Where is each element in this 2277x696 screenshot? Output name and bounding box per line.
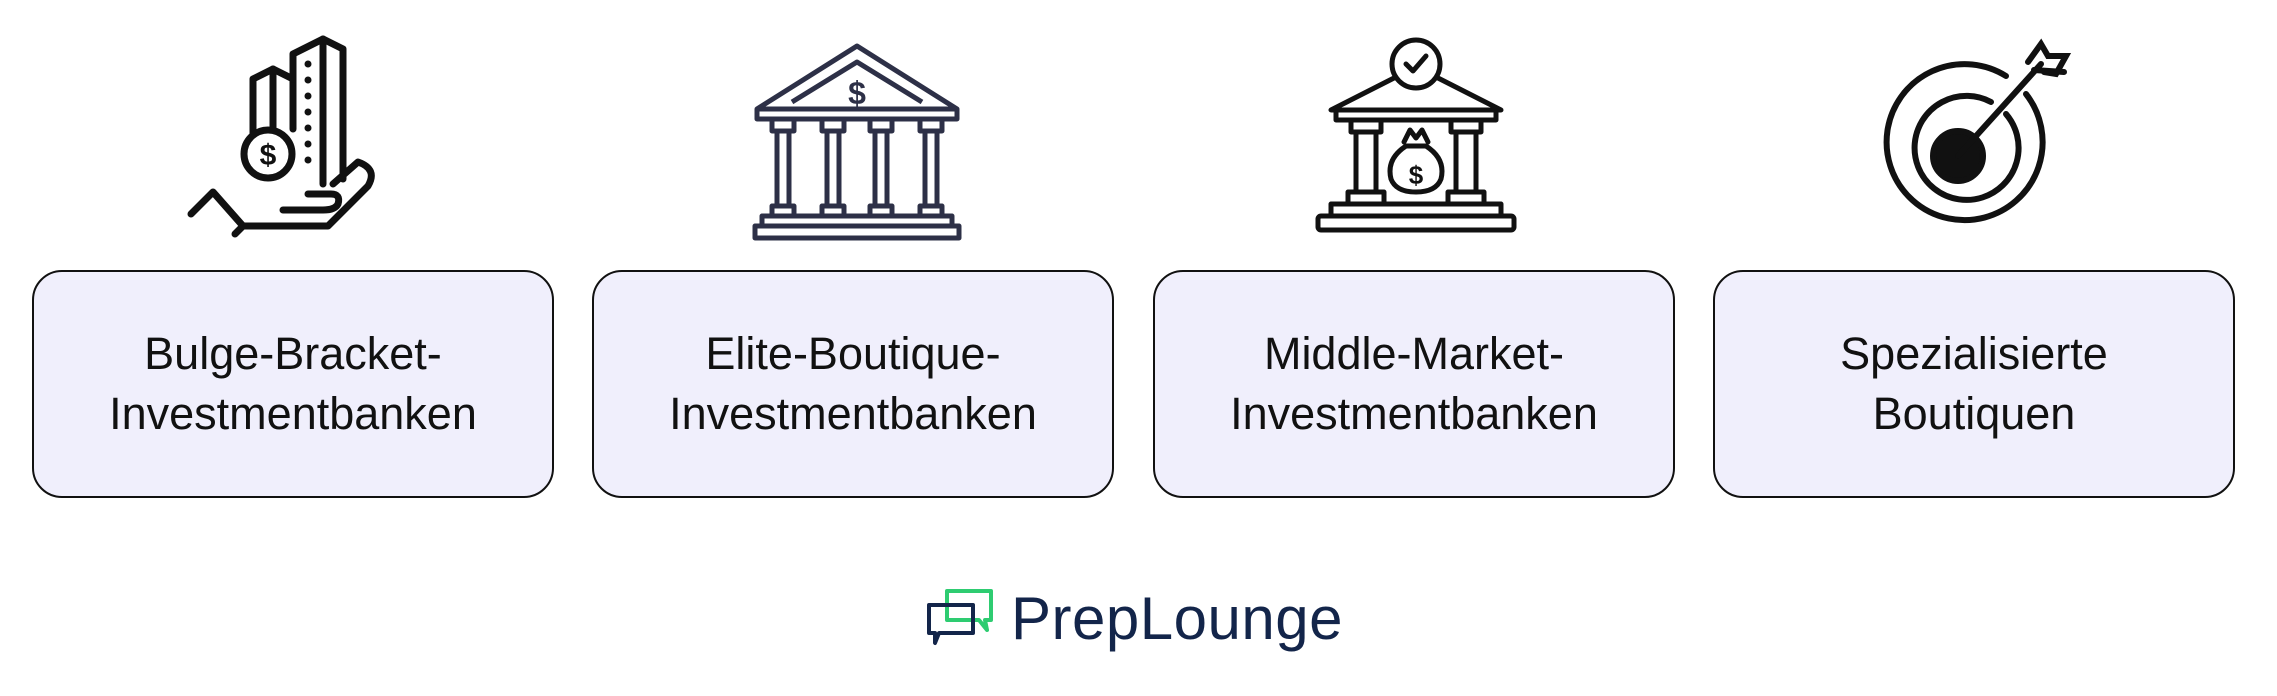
card-line-1: Elite-Boutique- [705, 328, 1001, 379]
category-card-bulge-bracket: Bulge-Bracket- Investmentbanken [32, 270, 554, 498]
bank-moneybag-icon: $ [1315, 37, 1517, 233]
target-arrow-icon [1883, 38, 2072, 224]
svg-text:$: $ [848, 75, 866, 111]
card-line-1: Middle-Market- [1263, 328, 1565, 379]
preplounge-logo: PrepLounge [925, 578, 1343, 658]
card-line-1: Bulge-Bracket- [144, 328, 442, 379]
logo-text: PrepLounge [1011, 584, 1343, 652]
card-line-2: Investmentbanken [669, 388, 1037, 439]
building-hand-dollar-icon: $ [187, 35, 375, 238]
category-card-middle-market: Middle-Market- Investmentbanken [1153, 270, 1675, 498]
card-line-2: Boutiquen [1872, 388, 2076, 439]
svg-text:$: $ [260, 139, 277, 172]
category-card-elite-boutique: Elite-Boutique- Investmentbanken [592, 270, 1114, 498]
svg-text:$: $ [1409, 160, 1424, 190]
card-line-2: Investmentbanken [109, 388, 477, 439]
card-line-2: Investmentbanken [1230, 388, 1598, 439]
bank-dollar-icon: $ [752, 43, 962, 241]
chat-bubbles-icon [927, 589, 993, 645]
card-line-1: Spezialisierte [1840, 328, 2108, 379]
